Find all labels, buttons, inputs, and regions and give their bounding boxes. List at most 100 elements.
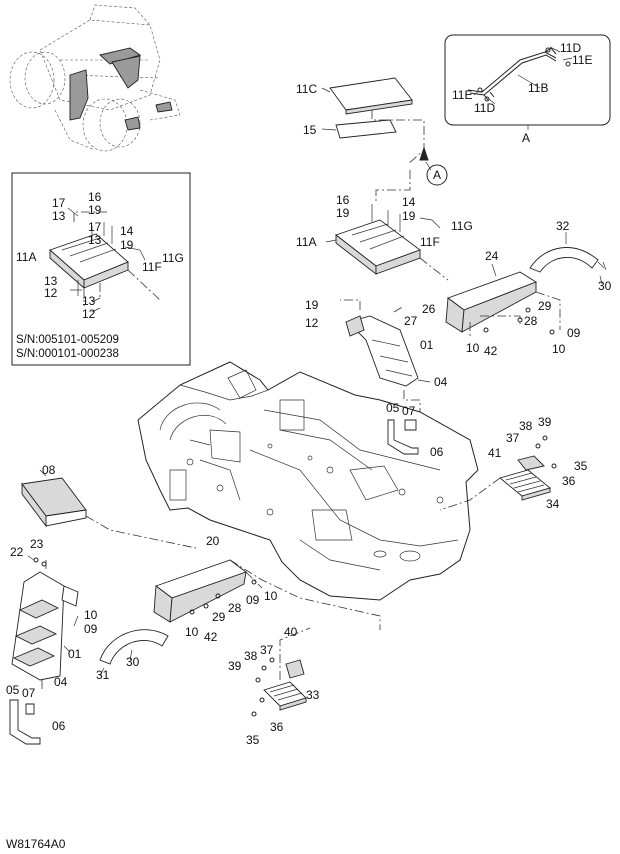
detail-label-11d-top: 11D bbox=[560, 41, 581, 55]
label-31: 31 bbox=[96, 668, 110, 682]
label-29-right: 29 bbox=[538, 299, 552, 313]
label-28-right: 28 bbox=[524, 314, 538, 328]
label-08: 08 bbox=[42, 463, 56, 477]
callout-a-letter: A bbox=[433, 168, 441, 182]
label-10-right-b: 10 bbox=[552, 342, 566, 356]
detail-label-11d-bottom: 11D bbox=[474, 101, 495, 115]
label-35-right: 35 bbox=[574, 459, 588, 473]
drawing-code: W81764A0 bbox=[6, 837, 66, 851]
inset-label-17a: 17 bbox=[52, 196, 66, 210]
label-01-left: 01 bbox=[68, 647, 82, 661]
label-09-right: 09 bbox=[567, 326, 581, 340]
label-37-bottom: 37 bbox=[260, 643, 274, 657]
inset-label-13d: 13 bbox=[82, 294, 96, 308]
part-labels: 11C 15 16 19 14 19 11G 11A 11F 32 24 30 … bbox=[6, 82, 612, 747]
inset-label-16: 16 bbox=[88, 190, 102, 204]
label-04-right: 04 bbox=[434, 375, 448, 389]
inset-label-13b: 13 bbox=[88, 233, 102, 247]
label-38-right: 38 bbox=[519, 419, 533, 433]
inset-label-11g: 11G bbox=[162, 251, 184, 265]
inset-label-11f: 11F bbox=[142, 260, 162, 274]
inset-label-17b: 17 bbox=[88, 220, 102, 234]
label-06-right: 06 bbox=[430, 445, 444, 459]
label-26: 26 bbox=[422, 302, 436, 316]
inset-label-14: 14 bbox=[120, 224, 134, 238]
label-34: 34 bbox=[546, 497, 560, 511]
label-30-right: 30 bbox=[598, 279, 612, 293]
label-19c: 19 bbox=[305, 298, 319, 312]
label-40: 40 bbox=[284, 625, 298, 639]
label-19b: 19 bbox=[402, 209, 416, 223]
detail-label-11e-right: 11E bbox=[572, 53, 592, 67]
label-36-bottom: 36 bbox=[270, 720, 284, 734]
label-07-left: 07 bbox=[22, 686, 36, 700]
label-19a: 19 bbox=[336, 206, 350, 220]
label-11g: 11G bbox=[451, 219, 473, 233]
label-42-right: 42 bbox=[484, 344, 498, 358]
callout-a-circle bbox=[426, 164, 448, 186]
label-27: 27 bbox=[404, 314, 418, 328]
label-29-left: 29 bbox=[212, 610, 226, 624]
inset-label-13a: 13 bbox=[52, 209, 66, 223]
inset-label-11a: 11A bbox=[16, 250, 36, 264]
label-23: 23 bbox=[30, 537, 44, 551]
label-15: 15 bbox=[303, 123, 317, 137]
bottom-step bbox=[251, 627, 311, 717]
label-36-right: 36 bbox=[562, 474, 576, 488]
inset-label-13c: 13 bbox=[44, 274, 58, 288]
main-frame bbox=[137, 361, 479, 601]
left-top-step bbox=[21, 469, 197, 549]
serial-range-note-1: S/N:005101-005209 bbox=[16, 334, 119, 346]
serial-range-note-2: S/N:000101-000238 bbox=[16, 348, 119, 360]
label-10-left-b: 10 bbox=[264, 589, 278, 603]
right-rear-step bbox=[439, 435, 557, 511]
label-04-left: 04 bbox=[54, 675, 68, 689]
label-11c: 11C bbox=[296, 82, 317, 96]
label-37-right: 37 bbox=[506, 431, 520, 445]
label-09-left-a: 09 bbox=[84, 622, 98, 636]
right-step-and-fender bbox=[445, 232, 607, 338]
label-39-bottom: 39 bbox=[228, 659, 242, 673]
label-42-left: 42 bbox=[204, 630, 218, 644]
label-12: 12 bbox=[305, 316, 319, 330]
serial-number-inset: 17 16 13 19 17 14 13 19 11A 11G 11F 13 1… bbox=[11, 172, 191, 366]
label-10-right-a: 10 bbox=[466, 341, 480, 355]
seat-assembly-upper: A bbox=[321, 77, 449, 281]
label-10-left-a: 10 bbox=[84, 608, 98, 622]
label-20: 20 bbox=[206, 534, 220, 548]
label-14: 14 bbox=[402, 195, 416, 209]
detail-label-11b: 11B bbox=[528, 81, 548, 95]
label-16: 16 bbox=[336, 193, 350, 207]
left-ladder bbox=[11, 555, 79, 690]
detail-label-11e-left: 11E bbox=[452, 88, 472, 102]
label-30-left: 30 bbox=[126, 655, 140, 669]
label-28-left: 28 bbox=[228, 601, 242, 615]
detail-view-a: 11D 11E 11E 11B 11D A bbox=[444, 34, 611, 145]
inset-label-19b: 19 bbox=[120, 238, 134, 252]
label-22: 22 bbox=[10, 545, 24, 559]
inset-label-12b: 12 bbox=[82, 307, 96, 321]
machine-overview-thumbnail bbox=[9, 4, 181, 152]
label-09-left-b: 09 bbox=[246, 593, 260, 607]
label-05-left: 05 bbox=[6, 683, 20, 697]
label-11f: 11F bbox=[420, 235, 440, 249]
label-11a: 11A bbox=[296, 235, 316, 249]
label-24: 24 bbox=[485, 249, 499, 263]
inset-label-19a: 19 bbox=[88, 203, 102, 217]
left-step-and-fender bbox=[99, 559, 381, 677]
label-33: 33 bbox=[306, 688, 320, 702]
left-bracket bbox=[9, 699, 41, 745]
label-05-right: 05 bbox=[386, 401, 400, 415]
label-07-right: 07 bbox=[402, 404, 416, 418]
label-39-right: 39 bbox=[538, 415, 552, 429]
label-10-left-c: 10 bbox=[185, 625, 199, 639]
inset-label-12a: 12 bbox=[44, 286, 58, 300]
label-32: 32 bbox=[556, 219, 570, 233]
label-35-bottom: 35 bbox=[246, 733, 260, 747]
label-38-bottom: 38 bbox=[244, 649, 258, 663]
right-ladder bbox=[340, 299, 431, 455]
label-01-right: 01 bbox=[420, 338, 434, 352]
label-41: 41 bbox=[488, 446, 502, 460]
